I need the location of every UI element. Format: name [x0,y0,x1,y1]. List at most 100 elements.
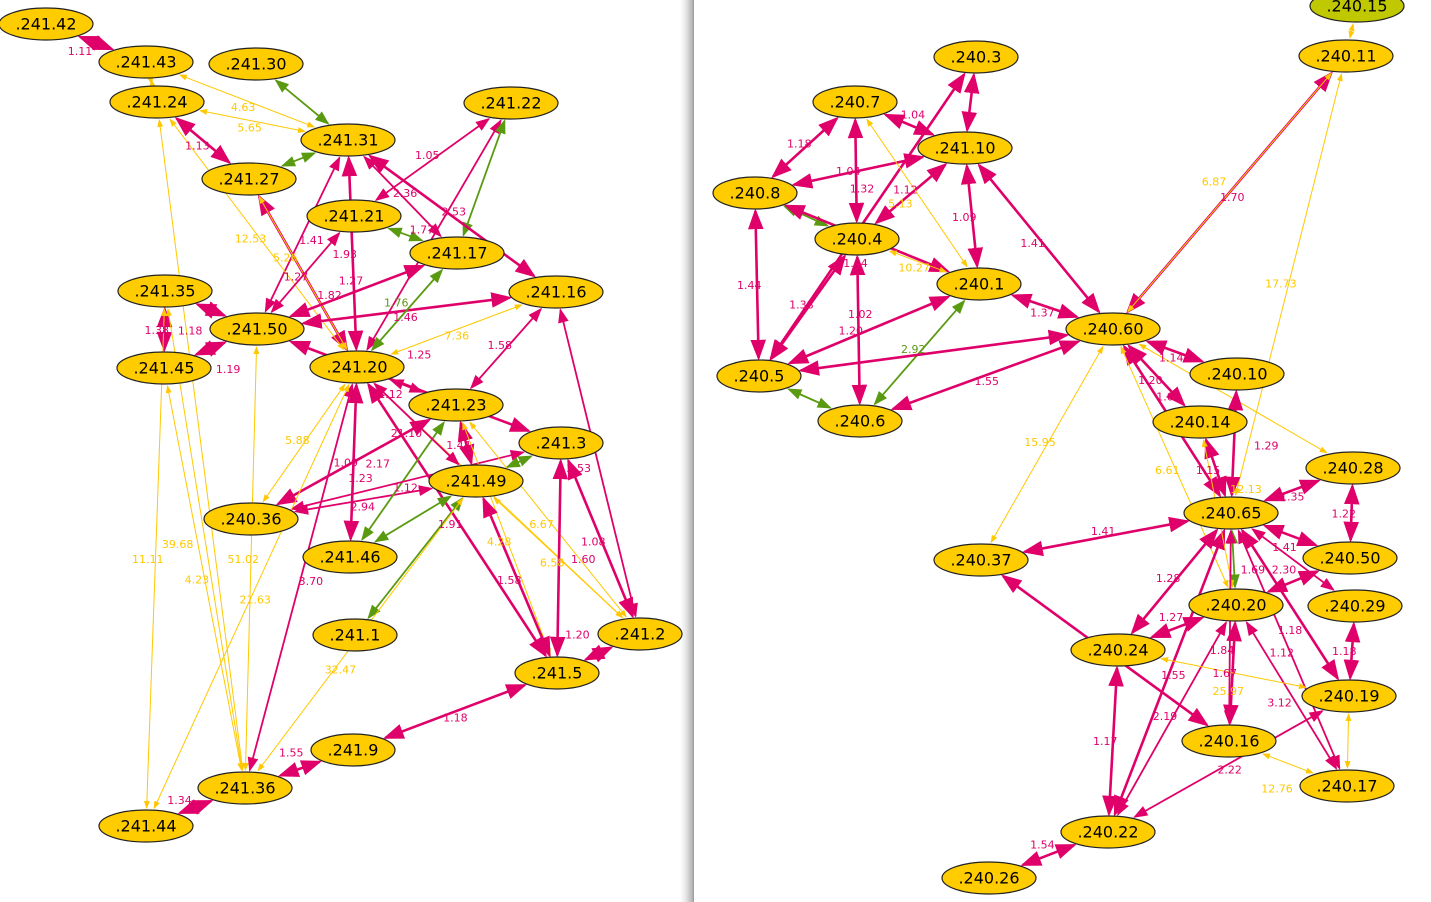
node-241-45[interactable]: .241.45 [116,351,212,385]
node-241-21[interactable]: .241.21 [306,199,402,233]
node-241-50[interactable]: .241.50 [209,312,305,346]
node-ellipse[interactable] [1188,588,1284,622]
node-241-42[interactable]: .241.42 [0,7,94,41]
node-ellipse[interactable] [1301,679,1397,713]
node-241-46[interactable]: .241.46 [302,540,398,574]
node-ellipse[interactable] [1183,496,1279,530]
node-ellipse[interactable] [197,771,293,805]
node-ellipse[interactable] [116,351,212,385]
node-241-16[interactable]: .241.16 [508,275,604,309]
node-240-26[interactable]: .240.26 [941,861,1037,895]
node-ellipse[interactable] [300,123,396,157]
node-240-24[interactable]: .240.24 [1070,633,1166,667]
node-240-3[interactable]: .240.3 [933,40,1019,74]
node-241-9[interactable]: .241.9 [310,733,396,767]
node-ellipse[interactable] [302,540,398,574]
node-240-8[interactable]: .240.8 [712,176,798,210]
node-240-20[interactable]: .240.20 [1188,588,1284,622]
node-240-17[interactable]: .240.17 [1299,769,1395,803]
node-240-22[interactable]: .240.22 [1060,815,1156,849]
node-ellipse[interactable] [98,45,194,79]
node-241-3[interactable]: .241.3 [518,426,604,460]
node-ellipse[interactable] [428,464,524,498]
node-ellipse[interactable] [408,388,504,422]
node-241-36[interactable]: .241.36 [197,771,293,805]
node-240-7[interactable]: .240.7 [812,85,898,119]
node-240-16[interactable]: .240.16 [1181,724,1277,758]
node-ellipse[interactable] [209,312,305,346]
node-ellipse[interactable] [936,267,1022,301]
node-240-19[interactable]: .240.19 [1301,679,1397,713]
node-ellipse[interactable] [463,86,559,120]
node-241-20[interactable]: .241.20 [309,350,405,384]
node-240-28[interactable]: .240.28 [1305,451,1401,485]
node-ellipse[interactable] [812,85,898,119]
node-240-65[interactable]: .240.65 [1183,496,1279,530]
node-240-60[interactable]: .240.60 [1065,312,1161,346]
node-ellipse[interactable] [306,199,402,233]
node-241-27[interactable]: .241.27 [201,162,297,196]
node-ellipse[interactable] [1152,405,1248,439]
node-ellipse[interactable] [1070,633,1166,667]
node-ellipse[interactable] [312,618,398,652]
node-ellipse[interactable] [1309,0,1405,23]
node-241-35[interactable]: .241.35 [117,274,213,308]
node-ellipse[interactable] [109,85,205,119]
node-241-17[interactable]: .241.17 [409,236,505,270]
node-240-37[interactable]: .240.37 [933,543,1029,577]
node-240-15[interactable]: .240.15 [1309,0,1405,23]
node-ellipse[interactable] [0,7,94,41]
node-ellipse[interactable] [1189,357,1285,391]
node-240-29[interactable]: .240.29 [1307,589,1403,623]
node-241-22[interactable]: .241.22 [463,86,559,120]
node-241-31[interactable]: .241.31 [300,123,396,157]
node-ellipse[interactable] [518,426,604,460]
node-241-44[interactable]: .241.44 [98,809,194,843]
node-ellipse[interactable] [941,861,1037,895]
node-ellipse[interactable] [716,359,802,393]
node-ellipse[interactable] [201,162,297,196]
node-240-1[interactable]: .240.1 [936,267,1022,301]
node-240-36[interactable]: .240.36 [203,502,299,536]
node-ellipse[interactable] [508,275,604,309]
node-240-10[interactable]: .240.10 [1189,357,1285,391]
node-ellipse[interactable] [208,47,304,81]
node-241-43[interactable]: .241.43 [98,45,194,79]
node-241-5[interactable]: .241.5 [514,656,600,690]
node-ellipse[interactable] [1065,312,1161,346]
node-ellipse[interactable] [1307,589,1403,623]
node-ellipse[interactable] [933,543,1029,577]
node-ellipse[interactable] [917,131,1013,165]
node-ellipse[interactable] [1181,724,1277,758]
node-241-1[interactable]: .241.1 [312,618,398,652]
node-ellipse[interactable] [1298,39,1394,73]
node-ellipse[interactable] [1305,451,1401,485]
node-ellipse[interactable] [309,350,405,384]
node-ellipse[interactable] [117,274,213,308]
node-ellipse[interactable] [597,617,683,651]
node-ellipse[interactable] [1302,541,1398,575]
node-ellipse[interactable] [933,40,1019,74]
node-241-10[interactable]: .241.10 [917,131,1013,165]
node-241-30[interactable]: .241.30 [208,47,304,81]
node-ellipse[interactable] [203,502,299,536]
node-241-49[interactable]: .241.49 [428,464,524,498]
pane-splitter[interactable] [680,0,694,902]
node-ellipse[interactable] [817,404,903,438]
node-ellipse[interactable] [98,809,194,843]
node-240-50[interactable]: .240.50 [1302,541,1398,575]
node-ellipse[interactable] [1060,815,1156,849]
node-ellipse[interactable] [514,656,600,690]
node-240-6[interactable]: .240.6 [817,404,903,438]
node-ellipse[interactable] [712,176,798,210]
node-ellipse[interactable] [409,236,505,270]
node-240-11[interactable]: .240.11 [1298,39,1394,73]
node-241-2[interactable]: .241.2 [597,617,683,651]
node-240-14[interactable]: .240.14 [1152,405,1248,439]
node-ellipse[interactable] [814,222,900,256]
node-240-4[interactable]: .240.4 [814,222,900,256]
node-ellipse[interactable] [1299,769,1395,803]
node-ellipse[interactable] [310,733,396,767]
node-241-24[interactable]: .241.24 [109,85,205,119]
node-240-5[interactable]: .240.5 [716,359,802,393]
